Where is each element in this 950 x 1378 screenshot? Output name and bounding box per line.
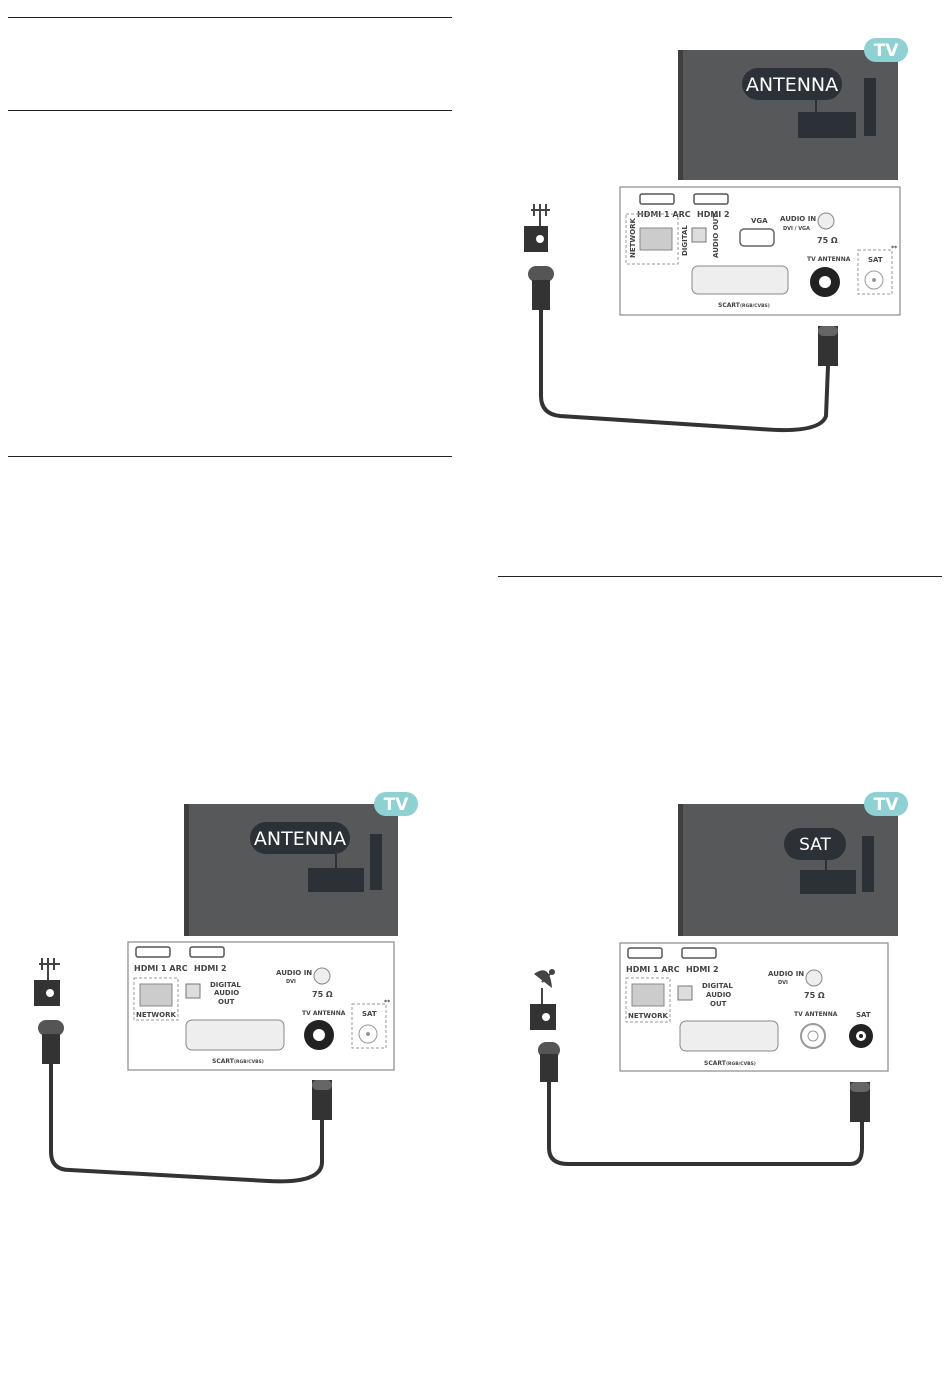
audio-in-sub-label: DVI xyxy=(286,979,296,985)
out-label: OUT xyxy=(710,1000,727,1008)
scart-sub-label: (RGB/CVBS) xyxy=(726,1061,756,1067)
rule-top-left xyxy=(8,17,452,18)
antenna-icon xyxy=(39,958,60,980)
audio-out-label: AUDIO OUT xyxy=(712,214,720,258)
scart-sub-label: (RGB/CVBS) xyxy=(740,303,770,309)
tv-antenna-label: TV ANTENNA xyxy=(807,256,851,263)
digital-label: DIGITAL xyxy=(702,982,733,990)
ethernet-port xyxy=(639,227,673,251)
rule-left-2 xyxy=(8,110,452,111)
audio-label: AUDIO xyxy=(214,989,239,997)
audio-in-sub-label: DVI / VGA xyxy=(783,226,810,232)
coax-cable xyxy=(547,1082,864,1166)
asterisk-label: ** xyxy=(384,999,391,1006)
antenna-connection-diagram-bottom: TV ANTENNA HDMI 1 ARC HDMI 2 NETWORK DIG… xyxy=(34,792,418,1184)
tv-badge xyxy=(864,38,908,62)
scart-sub-label: (RGB/CVBS) xyxy=(234,1059,264,1065)
tv-antenna-label: TV ANTENNA xyxy=(794,1011,838,1018)
tv-badge-label: TV xyxy=(874,795,900,815)
cable-plug-left xyxy=(532,280,550,310)
tv-port-block xyxy=(308,868,364,892)
digital-label: DIGITAL xyxy=(681,225,689,256)
callout-label: ANTENNA xyxy=(254,828,346,850)
out-label: OUT xyxy=(218,998,235,1006)
hdmi2-label: HDMI 2 xyxy=(686,965,719,974)
audio-in-label: AUDIO IN xyxy=(768,970,804,978)
sat-label: SAT xyxy=(868,256,883,264)
scart-label: SCART xyxy=(212,1058,235,1065)
cable-plug-left xyxy=(42,1034,60,1064)
scart-label: SCART xyxy=(704,1060,727,1067)
sat-label: SAT xyxy=(856,1011,871,1019)
digital-label: DIGITAL xyxy=(210,981,241,989)
network-label: NETWORK xyxy=(136,1011,176,1019)
hdmi1-label: HDMI 1 ARC xyxy=(134,964,188,973)
network-label: NETWORK xyxy=(628,1012,668,1020)
coax-cable xyxy=(49,1064,324,1184)
hdmi2-label: HDMI 2 xyxy=(194,964,227,973)
network-label: NETWORK xyxy=(629,218,637,258)
callout-bubble xyxy=(742,68,842,100)
callout-bubble xyxy=(250,822,350,854)
scart-port xyxy=(679,1020,779,1052)
audio-in-label: AUDIO IN xyxy=(780,215,816,223)
connector-panel xyxy=(619,942,889,1072)
scart-label: SCART xyxy=(718,302,741,309)
hdmi2-label: HDMI 2 xyxy=(697,210,730,219)
satellite-dish-icon xyxy=(534,969,555,1004)
rule-right xyxy=(498,576,942,577)
antenna-connection-diagram-top: TV ANTENNA HDMI 1 ARC HDMI 2 NETWORK DIG… xyxy=(524,38,908,433)
antenna-icon xyxy=(531,204,550,226)
callout-bubble xyxy=(784,828,846,860)
ohm-label: 75 Ω xyxy=(817,236,838,245)
tv-port-block xyxy=(800,870,856,894)
scart-port xyxy=(691,265,789,295)
rule-left-3 xyxy=(8,456,452,457)
audio-label: AUDIO xyxy=(706,991,731,999)
sat-label: SAT xyxy=(362,1010,377,1018)
satellite-connection-diagram: TV SAT HDMI 1 ARC HDMI 2 NETWORK DIGITAL… xyxy=(530,792,908,1166)
audio-in-label: AUDIO IN xyxy=(276,969,312,977)
audio-in-sub-label: DVI xyxy=(778,980,788,986)
tv-antenna-label: TV ANTENNA xyxy=(302,1010,346,1017)
hdmi1-label: HDMI 1 ARC xyxy=(626,965,680,974)
tv-port-block xyxy=(798,112,856,138)
vga-port xyxy=(739,228,775,247)
ethernet-port xyxy=(139,983,173,1007)
ethernet-port xyxy=(631,983,665,1007)
callout-label: SAT xyxy=(799,835,831,855)
asterisk-label: ** xyxy=(891,245,898,252)
ohm-label: 75 Ω xyxy=(804,991,825,1000)
tv-body xyxy=(678,50,898,180)
callout-label: ANTENNA xyxy=(746,74,838,96)
ohm-label: 75 Ω xyxy=(312,990,333,999)
tv-badge-label: TV xyxy=(874,41,900,61)
tv-antenna-port xyxy=(800,1023,826,1049)
cable-plug-left xyxy=(540,1054,558,1082)
tv-badge xyxy=(374,792,418,816)
scart-port xyxy=(185,1019,285,1051)
tv-badge-label: TV xyxy=(384,795,410,815)
vga-label: VGA xyxy=(751,217,768,225)
tv-badge xyxy=(864,792,908,816)
coax-cable xyxy=(539,310,830,433)
